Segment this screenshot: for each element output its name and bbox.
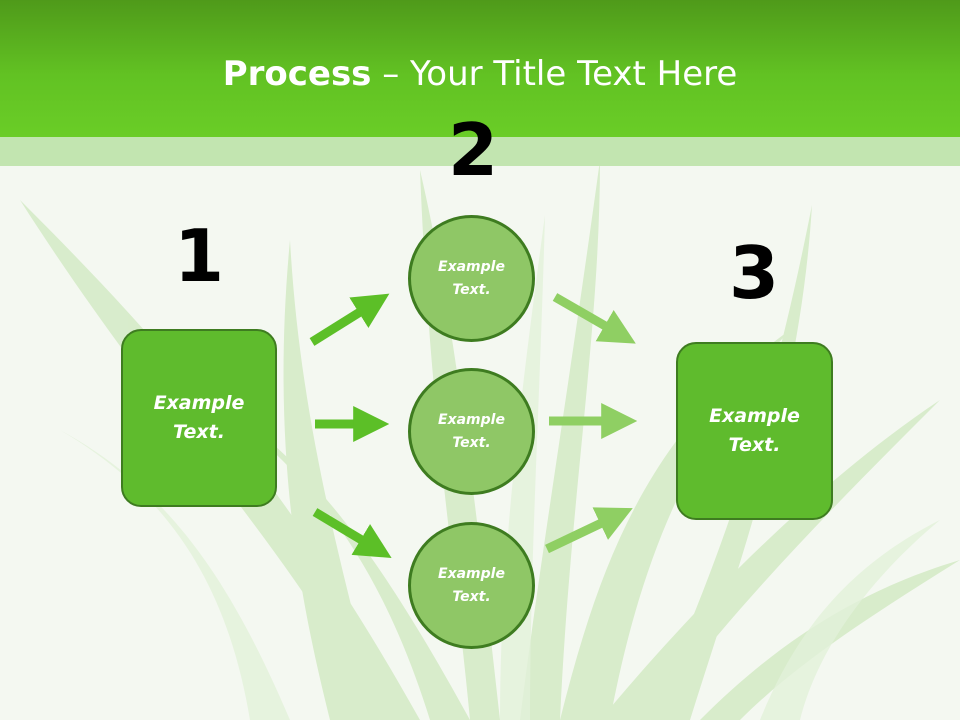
- step-number-2: 2: [447, 108, 499, 192]
- circle-bottom-text: Example Text.: [438, 565, 505, 605]
- step-1-box: Example Text.: [121, 329, 277, 507]
- title-rest: – Your Title Text Here: [371, 54, 738, 94]
- arrow-top-to-3: [552, 293, 636, 344]
- circle-middle-text: Example Text.: [438, 411, 505, 451]
- step-3-text: Example Text.: [709, 405, 800, 456]
- arrow-1-to-bot: [312, 508, 392, 558]
- circle-top-text: Example Text.: [438, 258, 505, 298]
- title-underline-band: [0, 137, 960, 166]
- arrow-bot-to-3: [545, 507, 633, 554]
- title-emphasis: Process: [222, 54, 372, 94]
- title-bar: Process – Your Title Text Here: [0, 0, 960, 137]
- step-2-circle-top: Example Text.: [408, 215, 535, 342]
- step-2-circle-bottom: Example Text.: [408, 522, 535, 649]
- step-number-3: 3: [728, 231, 780, 315]
- arrow-1-to-top: [309, 293, 390, 346]
- step-2-circle-middle: Example Text.: [408, 368, 535, 495]
- step-3-box: Example Text.: [676, 342, 833, 520]
- step-1-text: Example Text.: [153, 392, 245, 443]
- step-number-1: 1: [173, 214, 225, 298]
- slide-title: Process – Your Title Text Here: [0, 50, 960, 98]
